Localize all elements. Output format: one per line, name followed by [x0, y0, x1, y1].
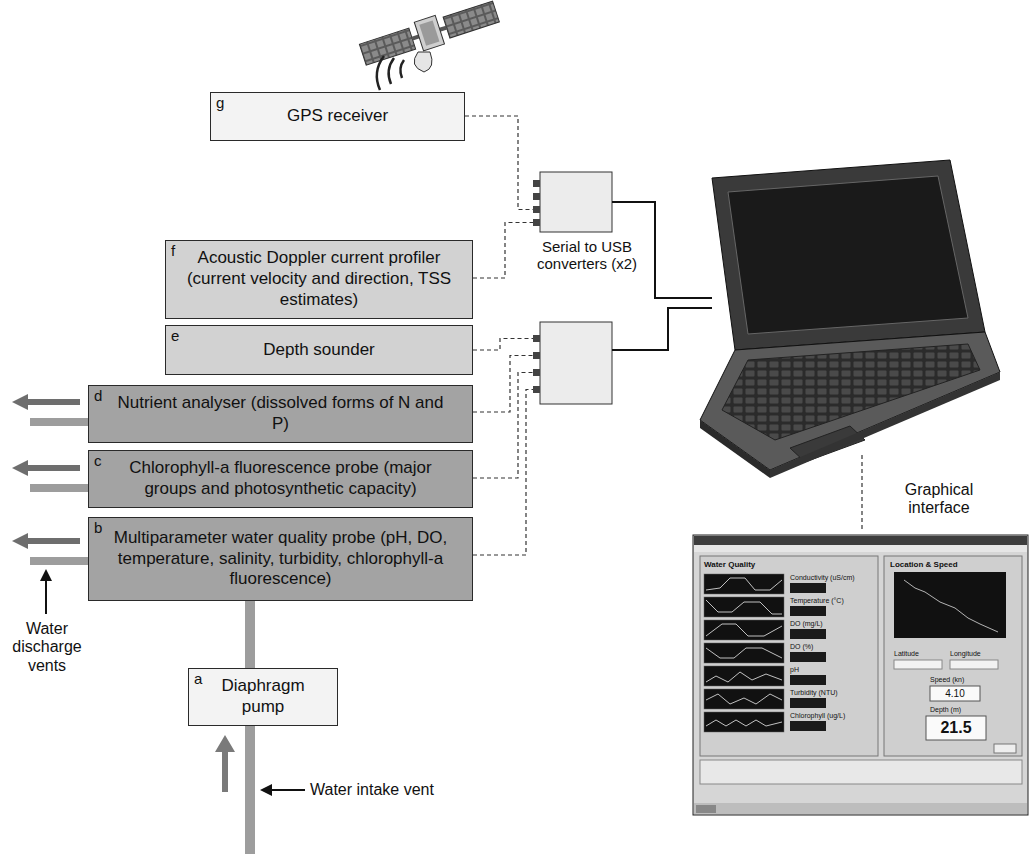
- instrument-box: eDepth sounder: [165, 325, 473, 375]
- callout-letter: e: [171, 328, 179, 343]
- interface-label: Graphical interface: [880, 481, 998, 518]
- converter-label: Serial to USB converters (x2): [526, 238, 648, 273]
- field-value: 4.10: [930, 688, 980, 700]
- field-label: pH: [790, 666, 876, 674]
- callout-letter: f: [171, 243, 175, 258]
- box-text: Acoustic Doppler current profiler (curre…: [166, 244, 472, 314]
- pipe-connector: [250, 601, 251, 668]
- field-label: Turbidity (NTU): [790, 689, 876, 697]
- field-label: Speed (kn): [930, 676, 990, 684]
- field-value: 21.5: [926, 719, 986, 737]
- panel-title: Water Quality: [704, 560, 804, 569]
- vent-label: Water intake vent: [310, 781, 490, 799]
- field-label: Conductivity (uS/cm): [790, 574, 876, 582]
- vent-label: Water discharge vents: [2, 620, 92, 675]
- field-label: DO (mg/L): [790, 620, 876, 628]
- field-label: Depth (m): [930, 706, 990, 714]
- screenshot: [693, 535, 1028, 815]
- pump-box: aDiaphragm pump: [188, 668, 338, 726]
- instrument-box: fAcoustic Doppler current profiler (curr…: [165, 240, 473, 319]
- analyser-box: dNutrient analyser (dissolved forms of N…: [88, 385, 473, 443]
- usb-cable: [612, 202, 712, 350]
- callout-letter: b: [94, 520, 102, 535]
- callout-letter: d: [94, 388, 102, 403]
- laptop: [700, 160, 1000, 478]
- box-text: Diaphragm pump: [189, 672, 337, 721]
- callout-letter: a: [194, 671, 202, 686]
- box-text: Nutrient analyser (dissolved forms of N …: [89, 389, 472, 438]
- box-text: Multiparameter water quality probe (pH, …: [89, 524, 472, 594]
- box-text: Chlorophyll-a fluorescence probe (major …: [89, 454, 472, 503]
- discharge-vents: [12, 394, 90, 614]
- field-label: Longitude: [950, 650, 1000, 658]
- callout-letter: c: [94, 453, 102, 468]
- satellite: [358, 0, 500, 90]
- callout-letter: g: [216, 95, 224, 110]
- gps-box: g GPS receiver: [210, 92, 465, 141]
- panel-title: Location & Speed: [890, 560, 1000, 569]
- field-label: Temperature (°C): [790, 597, 876, 605]
- field-label: DO (%): [790, 643, 876, 651]
- field-label: Latitude: [894, 650, 944, 658]
- probe-box: bMultiparameter water quality probe (pH,…: [88, 517, 473, 601]
- field-label: Chlorophyll (ug/L): [790, 712, 876, 720]
- usb-converter: [533, 172, 612, 404]
- probe-box: cChlorophyll-a fluorescence probe (major…: [88, 450, 473, 508]
- box-text: GPS receiver: [269, 102, 406, 131]
- box-text: Depth sounder: [245, 336, 393, 365]
